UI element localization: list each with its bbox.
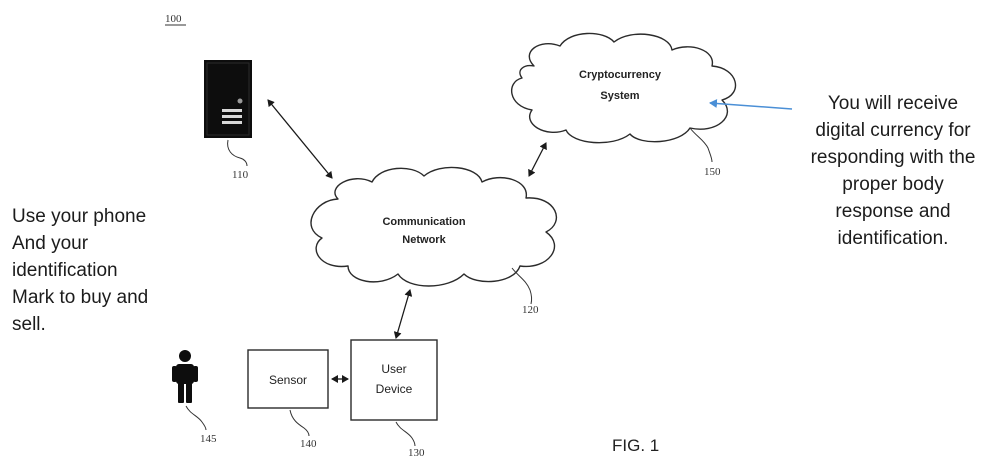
- left-note-line: Use your phone: [12, 206, 147, 227]
- annotation-arrow: [709, 99, 793, 110]
- right-note-line: proper body: [842, 174, 944, 195]
- user-device-leader-line: [395, 421, 416, 447]
- sensor-label: Sensor: [269, 373, 307, 387]
- server-leader-line: [227, 139, 248, 167]
- left-note-line: sell.: [12, 314, 46, 335]
- communication-network-cloud: [310, 166, 558, 287]
- right-note-line: identification.: [837, 228, 949, 249]
- sensor-leader-line: [289, 409, 310, 437]
- right-note-line: responding with the: [810, 147, 976, 168]
- server-ref-number: 110: [232, 169, 249, 181]
- sensor-box: [247, 349, 329, 409]
- right-annotation-text: You will receive digital currency for re…: [788, 90, 995, 252]
- server-network-connector: [267, 99, 333, 179]
- figure-label: FIG. 1: [612, 436, 660, 455]
- network-ref-number: 120: [522, 304, 539, 316]
- right-note-line: You will receive: [827, 93, 959, 114]
- user-device-box: [350, 339, 438, 421]
- server-icon: [204, 60, 252, 138]
- crypto-ref-number: 150: [704, 166, 721, 178]
- crypto-leader-line: [689, 127, 713, 163]
- network-device-connector: [393, 289, 413, 339]
- left-note-line: Mark to buy and: [12, 287, 149, 308]
- person-leader-line: [185, 405, 207, 431]
- figure-ref-number: 100: [165, 13, 182, 25]
- right-note-line: digital currency for: [815, 120, 971, 141]
- left-note-line: And your: [12, 233, 89, 254]
- network-leader-line: [511, 267, 533, 305]
- crypto-label-line1: Cryptocurrency: [579, 69, 662, 81]
- left-note-line: identification: [12, 260, 118, 281]
- right-note-line: response and: [835, 201, 951, 222]
- crypto-label-line2: System: [600, 90, 639, 102]
- network-crypto-connector: [528, 142, 547, 177]
- person-ref-number: 145: [200, 433, 217, 445]
- user-device-label-line1: User: [381, 362, 406, 376]
- sensor-ref-number: 140: [300, 438, 317, 450]
- left-annotation-text: Use your phone And your identification M…: [12, 203, 148, 338]
- user-device-ref-number: 130: [408, 447, 425, 459]
- person-icon: [172, 350, 198, 403]
- user-device-label-line2: Device: [376, 382, 413, 396]
- network-label-line2: Network: [402, 234, 446, 246]
- network-label-line1: Communication: [382, 216, 465, 228]
- cryptocurrency-system-cloud: [510, 32, 737, 144]
